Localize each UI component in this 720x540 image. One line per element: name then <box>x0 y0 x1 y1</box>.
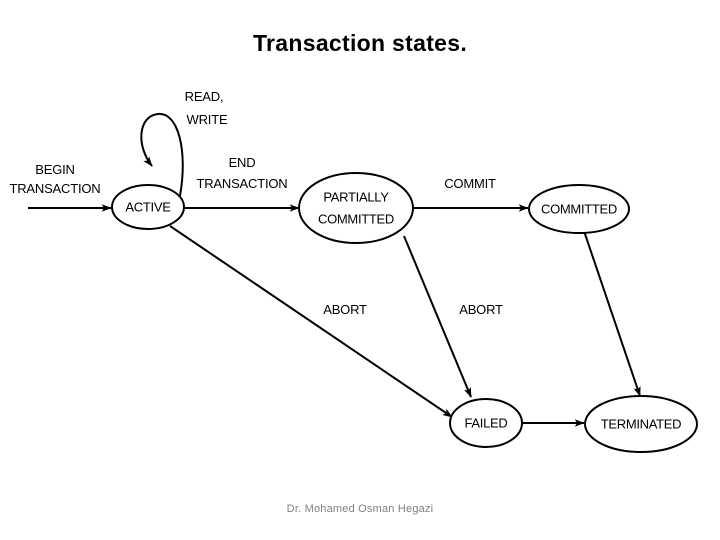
edge-label-abort-from-active: ABORT <box>323 302 367 317</box>
edge-abort-from-partially-committed <box>403 235 472 398</box>
state-label-active: ACTIVE <box>125 199 171 214</box>
state-label-failed: FAILED <box>465 415 508 430</box>
state-label-committed: COMMITTED <box>541 201 617 216</box>
edge-committed-to-terminated <box>583 230 641 397</box>
state-label-partially-committed-line1: PARTIALLY <box>323 189 389 204</box>
edge-label-end-transaction-line2: TRANSACTION <box>197 176 288 191</box>
edge-label-begin-transaction-line2: TRANSACTION <box>10 181 101 196</box>
edge-read-write-self-loop <box>140 112 184 197</box>
state-node-terminated[interactable] <box>584 395 698 453</box>
edge-label-read-write-line1: READ, <box>185 89 224 104</box>
state-label-terminated: TERMINATED <box>601 416 682 431</box>
state-node-partially-committed[interactable] <box>298 172 414 244</box>
state-node-active[interactable] <box>111 184 185 230</box>
state-label-partially-committed-line2: COMMITTED <box>318 211 394 226</box>
edge-label-abort-from-partially-committed: ABORT <box>459 302 503 317</box>
edge-label-commit: COMMIT <box>444 176 496 191</box>
edge-label-end-transaction-line1: END <box>229 155 256 170</box>
edge-abort-from-active <box>169 225 453 418</box>
page-title: Transaction states. <box>252 30 468 56</box>
edge-label-begin-transaction-line1: BEGIN <box>35 162 74 177</box>
state-node-committed[interactable] <box>528 184 630 234</box>
edge-label-read-write-line2: WRITE <box>187 112 228 127</box>
author-credit: Dr. Mohamed Osman Hegazi <box>286 503 434 515</box>
state-node-failed[interactable] <box>449 398 523 448</box>
